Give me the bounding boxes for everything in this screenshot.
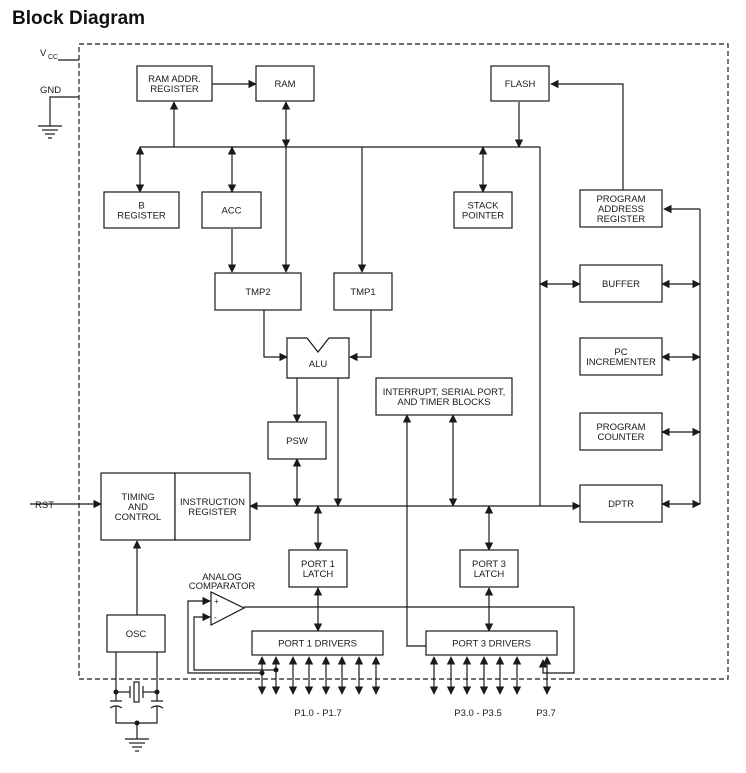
program-address-register-label: REGISTER — [597, 214, 646, 225]
tmp2-label: TMP2 — [245, 287, 270, 298]
vcc-pin: V CC — [40, 48, 79, 61]
program-address-register-label: ADDRESS — [598, 204, 644, 215]
rst-label: RST — [35, 500, 54, 511]
port1-latch-label: PORT 1 — [301, 559, 335, 570]
gnd-pin: GND — [38, 85, 79, 139]
ram-label: RAM — [274, 79, 295, 90]
b-register-label: REGISTER — [117, 211, 166, 222]
alu-block: ALU — [286, 337, 350, 379]
stack-pointer-label: POINTER — [462, 211, 504, 222]
ram-addr-register-block: RAM ADDR.REGISTER — [136, 65, 213, 102]
ram-block: RAM — [255, 65, 315, 102]
svg-text:GND: GND — [40, 85, 61, 96]
chip-boundary — [78, 43, 729, 680]
svg-text:ANALOG: ANALOG — [202, 572, 242, 583]
port1-drivers-label: PORT 1 DRIVERS — [278, 639, 357, 650]
internal-bus-top — [140, 146, 541, 506]
ground-icon — [38, 125, 62, 139]
port1-drivers-block: PORT 1 DRIVERS — [251, 630, 384, 656]
instruction-register-label: REGISTER — [188, 507, 237, 518]
timing-and-control-label: CONTROL — [115, 512, 161, 523]
stack-pointer-label: STACK — [468, 201, 500, 212]
svg-text:+: + — [214, 597, 219, 606]
flash-block: FLASH — [490, 65, 550, 102]
flash-label: FLASH — [505, 79, 536, 90]
svg-text:COMPARATOR: COMPARATOR — [189, 581, 256, 592]
program-address-register-label: PROGRAM — [596, 194, 645, 205]
dptr-block: DPTR — [579, 484, 663, 523]
crystal-icon — [133, 681, 140, 703]
diagram-title: Block Diagram — [12, 8, 146, 29]
tmp1-label: TMP1 — [350, 287, 375, 298]
ram-addr-register-label: RAM ADDR. — [148, 74, 201, 85]
p37-pin-label: P3.7 — [536, 708, 556, 719]
port3-drivers-block: PORT 3 DRIVERS — [425, 630, 558, 656]
ram-addr-register-label: REGISTER — [150, 84, 199, 95]
psw-block: PSW — [267, 421, 327, 460]
psw-label: PSW — [286, 436, 308, 447]
b-register-label: B — [138, 201, 144, 212]
port3-pins-label: P3.0 - P3.5 — [454, 708, 502, 719]
acc-block: ACC — [201, 191, 262, 229]
buffer-label: BUFFER — [602, 279, 640, 290]
port3-latch-label: LATCH — [474, 569, 505, 580]
timing-and-control-label: AND — [128, 502, 148, 513]
port3-pin-arrows — [429, 656, 552, 695]
port3-latch-label: PORT 3 — [472, 559, 506, 570]
alu-label: ALU — [309, 359, 328, 370]
timing-and-control-label: TIMING — [121, 492, 154, 503]
svg-text:CC: CC — [48, 54, 58, 61]
crystal-oscillator-circuit — [109, 652, 164, 752]
interrupt-serial-timer-label: AND TIMER BLOCKS — [397, 397, 490, 408]
osc-label: OSC — [126, 629, 147, 640]
interrupt-serial-timer-label: INTERRUPT, SERIAL PORT, — [383, 387, 505, 398]
program-counter-label: COUNTER — [598, 432, 645, 443]
dptr-label: DPTR — [608, 499, 634, 510]
pc-incrementer-label: INCREMENTER — [586, 357, 656, 368]
port1-latch-label: LATCH — [303, 569, 334, 580]
analog-comparator: + - ANALOG COMPARATOR — [189, 572, 256, 626]
port1-pins-label: P1.0 - P1.7 — [294, 708, 342, 719]
ground-icon — [125, 738, 149, 752]
tmp1-block: TMP1 — [333, 272, 393, 311]
instruction-register-label: INSTRUCTION — [180, 497, 245, 508]
osc-block: OSC — [106, 614, 166, 653]
pc-incrementer-label: PC — [614, 347, 627, 358]
program-counter-label: PROGRAM — [596, 422, 645, 433]
connections — [30, 79, 701, 676]
port1-pin-arrows — [257, 656, 381, 695]
tmp2-block: TMP2 — [214, 272, 302, 311]
interrupt-serial-timer-block: INTERRUPT, SERIAL PORT,AND TIMER BLOCKS — [375, 377, 513, 416]
port3-drivers-label: PORT 3 DRIVERS — [452, 639, 531, 650]
buffer-block: BUFFER — [579, 264, 663, 303]
svg-text:-: - — [214, 613, 217, 622]
svg-text:V: V — [40, 48, 47, 59]
acc-label: ACC — [221, 206, 241, 217]
